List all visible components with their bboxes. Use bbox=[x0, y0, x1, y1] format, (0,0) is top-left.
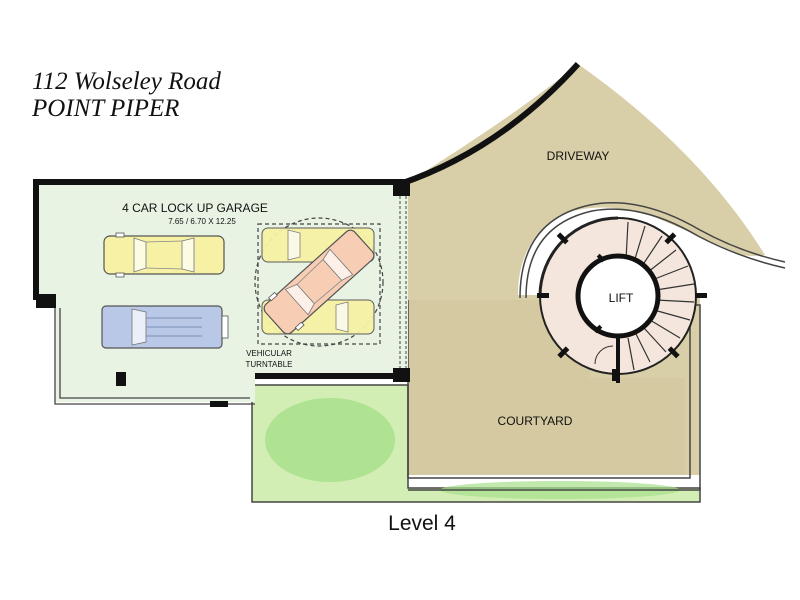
turntable-label-line1: VEHICULAR bbox=[246, 349, 292, 358]
wall-pier-left bbox=[36, 294, 56, 308]
garage-outer-rail bbox=[54, 308, 255, 405]
turntable-label-line2: TURNTABLE bbox=[246, 360, 293, 369]
stair-treads bbox=[625, 221, 695, 371]
driveway-border-curve bbox=[519, 202, 786, 299]
suburb-line: POINT PIPER bbox=[32, 95, 180, 122]
wall-post bbox=[210, 401, 228, 407]
car-blue-van bbox=[101, 305, 229, 349]
turntable-bay bbox=[257, 223, 381, 345]
turntable-circle bbox=[254, 217, 384, 347]
stair-pins bbox=[537, 232, 707, 381]
boundary-wall-curve bbox=[399, 61, 581, 187]
lawn-highlight bbox=[265, 398, 395, 482]
garage-dimensions: 7.65 / 6.70 X 12.25 bbox=[168, 217, 236, 226]
wall-pier-bottom-right bbox=[393, 368, 410, 382]
stair-tower bbox=[537, 216, 707, 383]
address-line: 112 Wolseley Road bbox=[32, 68, 221, 95]
garage-wall-top bbox=[33, 179, 410, 300]
property-title: 112 Wolseley Road POINT PIPER bbox=[32, 68, 221, 122]
level-label: Level 4 bbox=[388, 512, 456, 535]
courtyard-area bbox=[408, 300, 685, 475]
garage-floor bbox=[37, 183, 408, 402]
lift-label: LIFT bbox=[609, 291, 634, 305]
driveway-label: DRIVEWAY bbox=[547, 149, 610, 163]
column bbox=[116, 372, 126, 386]
level-caption: Level 4 bbox=[0, 512, 800, 536]
courtyard-label: COURTYARD bbox=[498, 414, 573, 428]
wall-pier-top-right bbox=[393, 180, 410, 196]
garage-label: 4 CAR LOCK UP GARAGE bbox=[122, 201, 268, 215]
door-swing bbox=[594, 345, 614, 365]
car-yellow-parked bbox=[103, 232, 225, 278]
driveway-border-inner bbox=[525, 208, 786, 299]
